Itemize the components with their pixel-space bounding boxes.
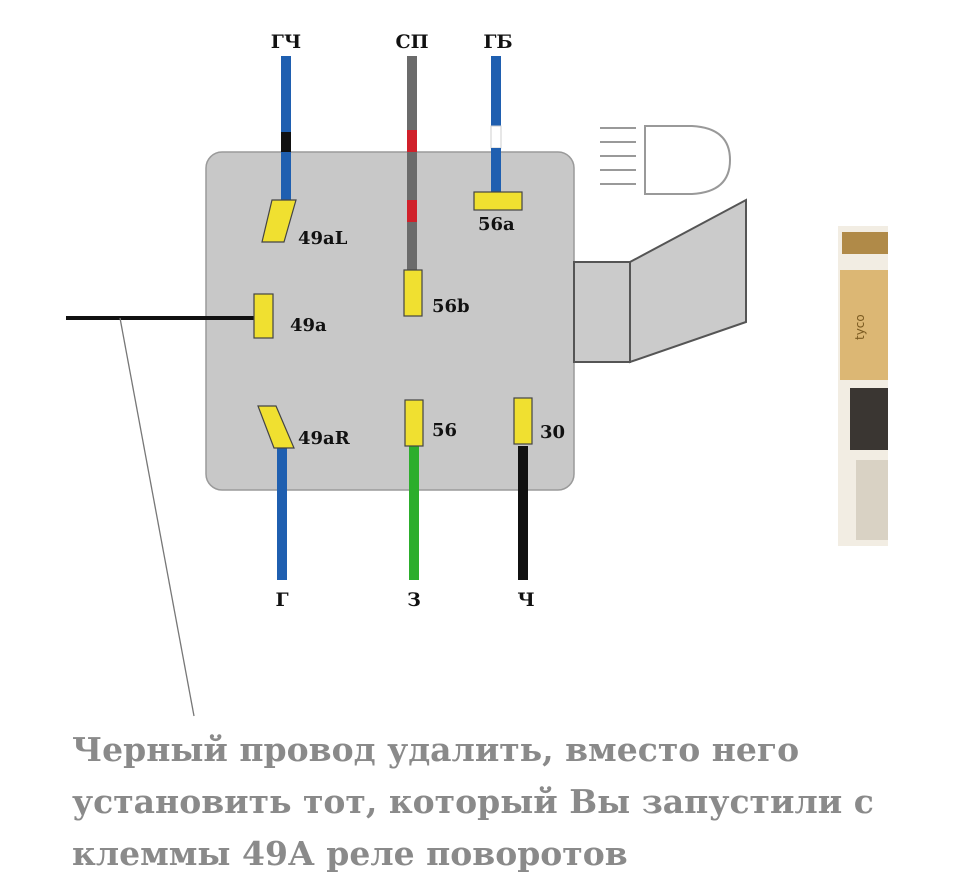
terminal-49a: [253, 293, 274, 339]
note-line-3: клеммы 49А реле поворотов: [72, 834, 628, 873]
terminal-56a: [473, 191, 523, 211]
wire-sp: [407, 56, 417, 270]
wire-label-g: Г: [275, 589, 288, 611]
pin-label-56b: 56b: [432, 296, 470, 317]
terminal-56: [404, 399, 424, 447]
pin-label-49aR: 49aR: [298, 428, 351, 449]
pin-label-56: 56: [432, 420, 457, 441]
wire-label-z: З: [407, 589, 421, 611]
note-line-2: установить тот, который Вы запустили с: [72, 782, 874, 821]
wire-label-ch: Ч: [517, 589, 534, 611]
instruction-note: Черный провод удалить, вместо него устан…: [72, 724, 932, 880]
svg-text:tyco: tyco: [853, 314, 867, 340]
pin-label-30: 30: [540, 422, 565, 443]
terminal-30: [513, 397, 533, 445]
pin-label-49aL: 49aL: [298, 228, 348, 249]
headlight-icon: [600, 125, 732, 195]
wire-label-sp: СП: [395, 31, 428, 53]
wire-black-49a: [66, 316, 258, 717]
terminal-49aL: [261, 199, 297, 243]
wire-label-gch: ГЧ: [271, 31, 301, 53]
note-line-1: Черный провод удалить, вместо него: [72, 730, 800, 769]
pin-label-49a: 49a: [290, 315, 327, 336]
wire-gb: [490, 56, 502, 192]
terminal-56b: [403, 269, 423, 317]
wire-label-gb: ГБ: [483, 31, 512, 53]
terminal-49aR: [257, 405, 295, 449]
relay-photo-fragment: tyco: [838, 226, 888, 546]
switch-lever: [573, 198, 747, 364]
pin-label-56a: 56a: [478, 214, 515, 235]
